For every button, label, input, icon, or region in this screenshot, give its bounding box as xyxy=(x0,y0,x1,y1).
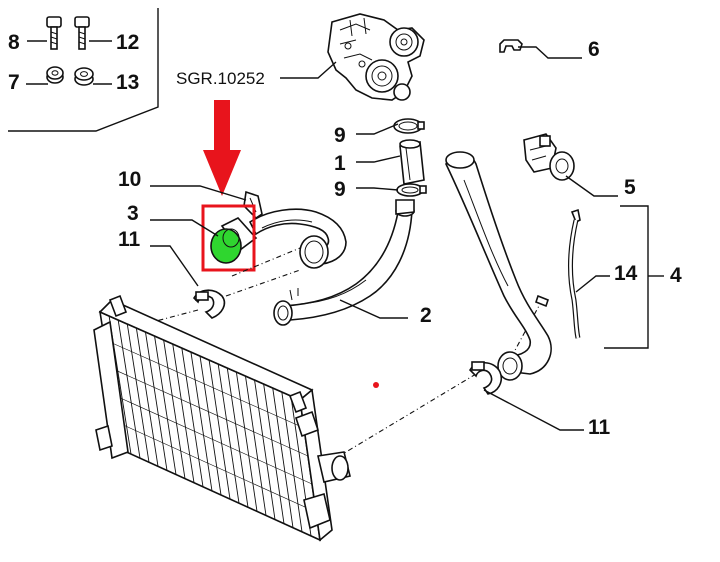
radiator-fin-line xyxy=(172,343,195,483)
radiator-cross-line xyxy=(104,339,305,429)
pipe-14-icon xyxy=(567,208,581,339)
label-8: 8 xyxy=(8,31,20,54)
clamp-11-left-icon xyxy=(192,289,226,319)
radiator-fin-line xyxy=(217,363,240,504)
radiator-fin-line xyxy=(163,339,186,479)
label-13: 13 xyxy=(116,71,139,94)
marker-dot xyxy=(373,382,379,388)
label-14: 14 xyxy=(614,262,638,285)
radiator-fin-line xyxy=(126,323,150,463)
turbocharger-icon xyxy=(327,13,425,101)
radiator-cross-line xyxy=(117,422,317,513)
label-9-upper: 9 xyxy=(334,124,346,147)
radiator-fin-line xyxy=(145,331,168,471)
label-10: 10 xyxy=(118,168,141,191)
hose-3-highlighted-icon xyxy=(210,217,258,264)
radiator-fin-line xyxy=(199,355,222,496)
radiator-fin-line xyxy=(181,347,204,487)
radiator-cross-line xyxy=(108,366,309,457)
label-11-left: 11 xyxy=(118,228,141,251)
label-12: 12 xyxy=(116,31,139,54)
label-2: 2 xyxy=(420,304,432,327)
radiator-fin-line xyxy=(208,359,231,500)
label-7: 7 xyxy=(8,71,20,94)
nut-13-icon xyxy=(74,67,94,86)
label-1: 1 xyxy=(334,152,346,175)
label-3: 3 xyxy=(127,202,139,225)
radiator-fin-line xyxy=(281,391,303,532)
fastener-inset xyxy=(8,8,159,132)
nut-7-icon xyxy=(46,66,64,84)
clamp-9-upper-icon xyxy=(393,118,425,134)
radiator-cross-line xyxy=(113,394,313,485)
radiator-fin-line xyxy=(235,371,258,512)
hose-assembly-icon xyxy=(248,208,347,269)
radiator-fin-line xyxy=(154,335,177,475)
label-sgr-code: SGR.10252 xyxy=(176,69,265,88)
intercooler-hose-right-icon xyxy=(445,151,552,381)
clamp-9-lower-icon xyxy=(396,183,427,197)
label-6: 6 xyxy=(588,38,600,61)
label-5: 5 xyxy=(624,176,636,199)
bolt-12-icon xyxy=(74,16,90,50)
label-11-right: 11 xyxy=(588,416,611,439)
radiator-fin-line xyxy=(190,351,213,491)
clamp-11-right-icon xyxy=(468,361,503,395)
sensor-5-icon xyxy=(523,133,575,181)
pointer-arrow-icon xyxy=(203,100,241,196)
highlighted-part-3 xyxy=(210,228,242,264)
radiator-fin-line xyxy=(263,383,285,524)
radiator-fin-line xyxy=(272,387,294,528)
radiator-fin-line xyxy=(226,367,249,508)
label-4: 4 xyxy=(670,264,682,287)
radiator-fin-line xyxy=(245,375,267,516)
intercooler-hose-2-icon xyxy=(273,199,415,326)
radiator-fin-line xyxy=(117,319,141,459)
label-9-lower: 9 xyxy=(334,178,346,201)
radiator-fin-line xyxy=(254,379,276,520)
intercooler-radiator-icon xyxy=(93,294,351,542)
highlight-box xyxy=(201,204,256,272)
bolt-8-icon xyxy=(46,16,62,50)
radiator-fin-line xyxy=(135,327,159,467)
sleeve-1-icon xyxy=(399,139,425,185)
bracket-6-icon xyxy=(499,39,523,53)
